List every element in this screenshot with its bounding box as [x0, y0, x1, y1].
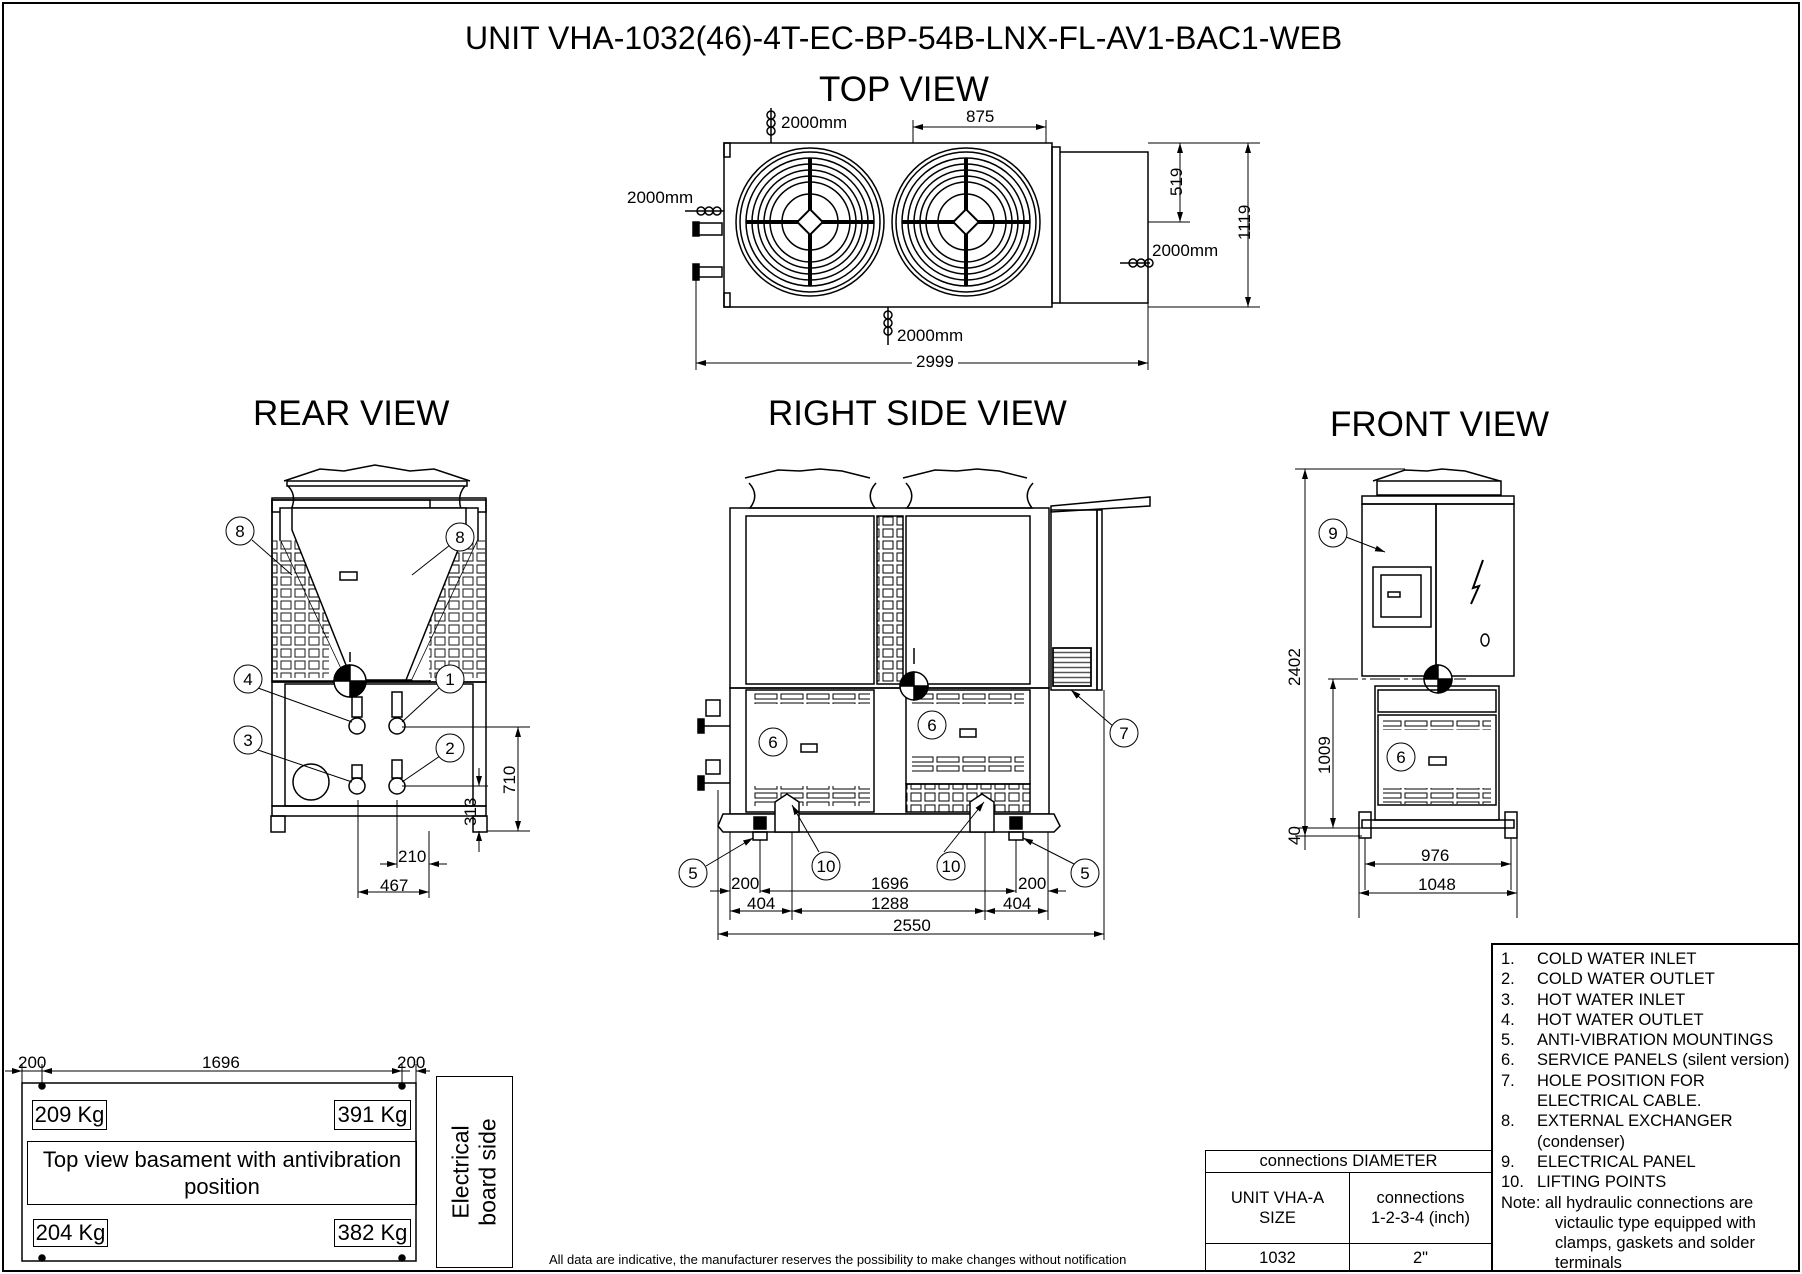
legend-item: 6.SERVICE PANELS (silent version): [1501, 1051, 1790, 1070]
legend-box: 1.COLD WATER INLET 2.COLD WATER OUTLET 3…: [1491, 943, 1799, 1273]
side-callout-10-left: 10: [816, 857, 836, 876]
side-dim-1288: 1288: [871, 894, 909, 913]
right-side-view-label: RIGHT SIDE VIEW: [768, 394, 1067, 433]
front-callout-6: 6: [1396, 748, 1406, 767]
front-dim-40: 40: [1285, 826, 1304, 845]
top-dim-1119: 1119: [1235, 204, 1254, 240]
rear-dim-467: 467: [380, 876, 409, 895]
side-dim-404-left: 404: [747, 894, 776, 913]
front-dim-976: 976: [1421, 846, 1450, 865]
rear-view-label: REAR VIEW: [253, 394, 450, 433]
basement-dim-1696: 1696: [202, 1053, 240, 1072]
basement-caption-line1: Top view basament with antivibration: [42, 1147, 402, 1172]
rear-dim-313: 313: [461, 797, 480, 826]
side-callout-5-left: 5: [688, 864, 698, 883]
legend-item: 10.LIFTING POINTS: [1501, 1173, 1667, 1192]
legend-note-line: clamps, gaskets and solder: [1555, 1234, 1755, 1253]
weight-bottom-left: 204 Kg: [33, 1219, 108, 1247]
legend-note: Note:all hydraulic connections are: [1501, 1193, 1754, 1212]
side-dim-200-right: 200: [1018, 874, 1047, 893]
legend-item: 4.HOT WATER OUTLET: [1501, 1010, 1704, 1029]
basement-dim-200-right: 200: [397, 1053, 426, 1072]
side-callout-6-right: 6: [927, 716, 937, 735]
front-callout-9: 9: [1328, 524, 1338, 543]
side-callout-7: 7: [1119, 724, 1129, 743]
right-side-view-drawing: [697, 468, 1151, 940]
legend-item: 2.COLD WATER OUTLET: [1501, 970, 1715, 989]
top-view-drawing: [685, 108, 1260, 370]
basement-caption: Top view basament with antivibration pos…: [27, 1141, 417, 1205]
side-callout-6-left: 6: [768, 733, 778, 752]
legend-item: 5.ANTI-VIBRATION MOUNTINGS: [1501, 1031, 1774, 1050]
top-dim-2999: 2999: [912, 353, 958, 370]
top-dim-519: 519: [1167, 167, 1186, 196]
top-clearance-left: 2000mm: [627, 188, 694, 207]
table-row: 1032 2": [1206, 1244, 1491, 1272]
cell-diameter: 2": [1412, 1248, 1429, 1267]
front-dim-2402: 2402: [1285, 648, 1304, 686]
legend-item: ELECTRICAL CABLE.: [1537, 1092, 1702, 1111]
legend-item: (condenser): [1537, 1132, 1626, 1151]
side-callout-10-right: 10: [941, 857, 961, 876]
fan-left: [735, 147, 885, 297]
drawing-title: UNIT VHA-1032(46)-4T-EC-BP-54B-LNX-FL-AV…: [465, 20, 1343, 56]
side-dim-404-right: 404: [1003, 894, 1032, 913]
side-dim-200-left: 200: [731, 874, 760, 893]
legend-item: 8.EXTERNAL EXCHANGER: [1501, 1112, 1733, 1131]
front-dim-1009: 1009: [1315, 736, 1334, 774]
top-dim-875: 875: [966, 107, 995, 126]
side-callout-5-right: 5: [1080, 864, 1090, 883]
weight-top-right: 391 Kg: [334, 1100, 411, 1130]
top-view-label: TOP VIEW: [819, 70, 989, 109]
disclaimer-text: All data are indicative, the manufacture…: [549, 1252, 1127, 1267]
fan-right: [891, 147, 1041, 297]
rear-callout-3: 3: [243, 731, 253, 750]
electrical-board-side-line1: Electrical: [447, 1125, 474, 1219]
basement-dim-200-left: 200: [18, 1053, 47, 1072]
legend-item: 1.COLD WATER INLET: [1501, 950, 1697, 968]
electrical-board-side-box: Electrical board side: [436, 1076, 513, 1268]
rear-callout-8-left: 8: [235, 522, 245, 541]
top-clearance-bottom: 2000mm: [897, 326, 964, 345]
rear-callout-8-right: 8: [455, 528, 465, 547]
rear-dim-710: 710: [500, 765, 519, 794]
weight-bottom-right: 382 Kg: [334, 1219, 411, 1247]
legend-item: 7.HOLE POSITION FOR: [1501, 1071, 1705, 1090]
front-view-drawing: [1295, 468, 1518, 918]
legend-item: 3.HOT WATER INLET: [1501, 990, 1686, 1009]
top-clearance-top: 2000mm: [781, 113, 848, 132]
front-view-label: FRONT VIEW: [1330, 405, 1550, 444]
legend-item: 9.ELECTRICAL PANEL: [1501, 1152, 1696, 1171]
rear-view-drawing: [251, 464, 530, 898]
rear-callout-4: 4: [243, 670, 253, 689]
rear-callout-1: 1: [445, 670, 455, 689]
rear-callout-2: 2: [445, 739, 455, 758]
cell-unit-size: 1032: [1206, 1244, 1350, 1272]
connections-table-header: connections DIAMETER: [1206, 1151, 1491, 1173]
front-dim-1048: 1048: [1418, 875, 1456, 894]
electrical-board-side-line2: board side: [474, 1118, 501, 1226]
weight-top-left: 209 Kg: [32, 1100, 107, 1130]
top-clearance-right: 2000mm: [1152, 241, 1219, 260]
side-dim-1696: 1696: [871, 874, 909, 893]
legend-note-line: terminals: [1555, 1254, 1622, 1273]
legend-note-line: victaulic type equipped with: [1555, 1213, 1756, 1232]
basement-caption-line2: position: [184, 1174, 260, 1199]
side-dim-2550: 2550: [893, 916, 931, 935]
rear-dim-210: 210: [398, 847, 427, 866]
basement-plan-drawing: [5, 1064, 430, 1262]
